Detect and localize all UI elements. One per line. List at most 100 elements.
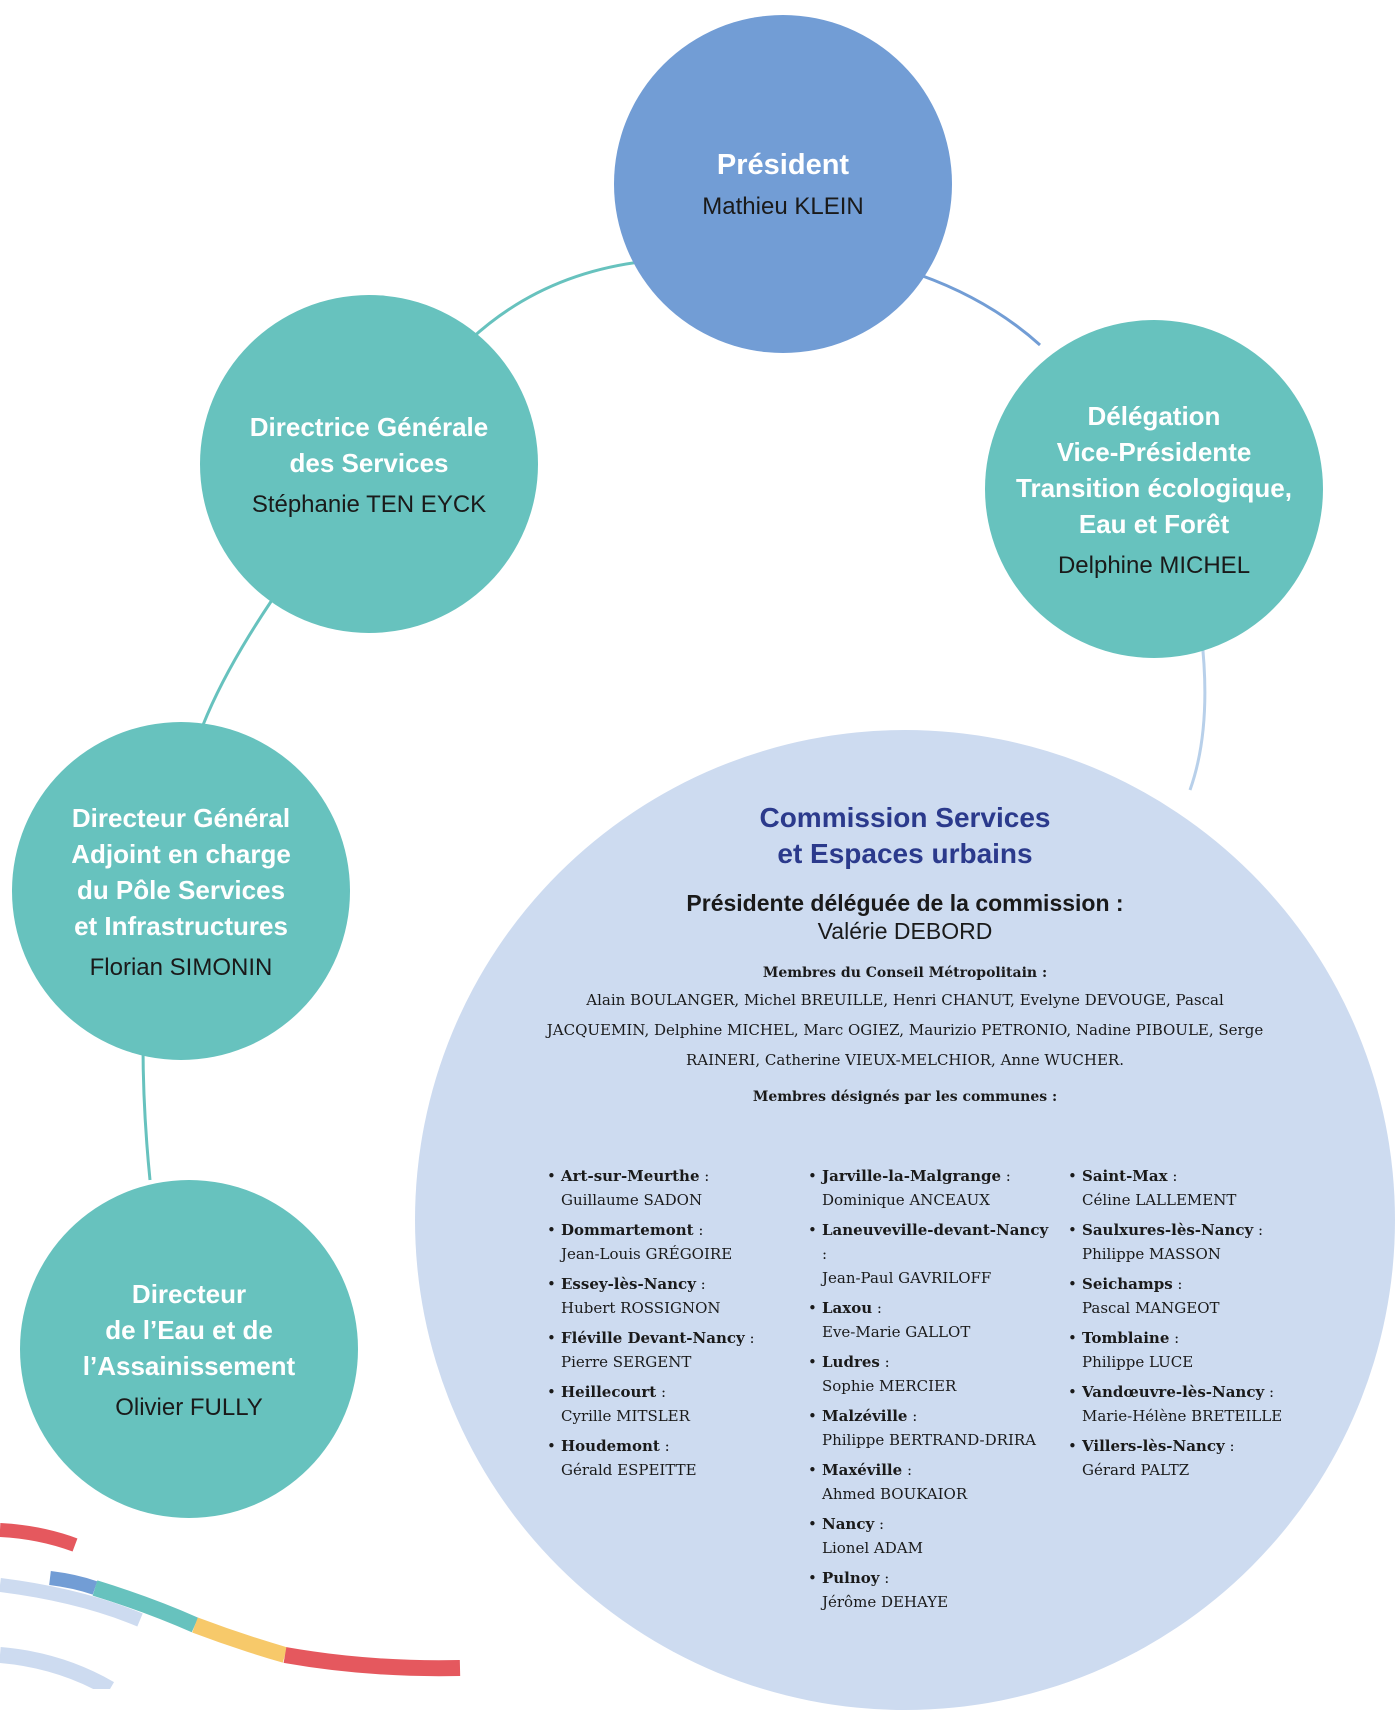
dir-eau-title-line3: l’Assainissement	[82, 1351, 296, 1381]
commune-item: Pulnoy :Jérôme DEHAYE	[808, 1566, 1053, 1614]
vp-title-line2: Vice-Présidente	[1056, 437, 1252, 467]
commune-item: Laneuveville-devant-Nancy :Jean-Paul GAV…	[808, 1218, 1053, 1290]
vp-title-line1: Délégation	[1087, 401, 1221, 431]
commune-member-name: Pascal MANGEOT	[1082, 1299, 1220, 1317]
communes-members-label: Membres désignés par les communes :	[752, 1089, 1058, 1105]
commune-colon: :	[1172, 1275, 1183, 1293]
commune-item: Dommartemont : Jean-Louis GRÉGOIRE	[547, 1218, 792, 1266]
commune-item: Essey-lès-Nancy :Hubert ROSSIGNON	[547, 1272, 792, 1320]
dga-title-line1: Directeur Général	[71, 803, 291, 833]
commune-name: Seichamps	[1082, 1275, 1173, 1293]
commune-name: Laneuveville-devant-Nancy	[822, 1221, 1049, 1239]
dgs-name: Stéphanie TEN EYCK	[251, 491, 487, 518]
dgs-title-line1: Directrice Générale	[249, 412, 489, 442]
commune-item: Art-sur-Meurthe :Guillaume SADON	[547, 1164, 792, 1212]
commune-name: Pulnoy	[822, 1569, 880, 1587]
commune-item: Houdemont : Gérald ESPEITTE	[547, 1434, 792, 1482]
commune-member-name: Marie-Hélène BRETEILLE	[1082, 1407, 1283, 1425]
commune-item: Tomblaine :Philippe LUCE	[1068, 1326, 1358, 1374]
commune-colon: :	[1253, 1221, 1264, 1239]
commune-member-name: Pierre SERGENT	[561, 1353, 692, 1371]
commune-member-name: Jérôme DEHAYE	[822, 1593, 949, 1611]
communes-column-3: Saint-Max :Céline LALLEMENTSaulxures-lès…	[1068, 1164, 1358, 1488]
commune-name: Laxou	[822, 1299, 873, 1317]
commune-member-name: Philippe BERTRAND-DRIRA	[822, 1431, 1036, 1449]
dga-title-line2: Adjoint en charge	[71, 839, 291, 869]
dir-eau-title-line2: de l’Eau et de	[105, 1315, 273, 1345]
commune-colon: :	[874, 1515, 885, 1533]
commune-name: Nancy	[822, 1515, 875, 1533]
commune-colon: :	[907, 1407, 918, 1425]
commune-name: Fléville Devant-Nancy	[561, 1329, 745, 1347]
commune-name: Ludres	[822, 1353, 880, 1371]
commune-item: Saulxures-lès-Nancy : Philippe MASSON	[1068, 1218, 1358, 1266]
commune-item: Heillecourt : Cyrille MITSLER	[547, 1380, 792, 1428]
commune-colon: :	[659, 1437, 670, 1455]
commune-item: Nancy : Lionel ADAM	[808, 1512, 1053, 1560]
commune-member-name: Philippe MASSON	[1082, 1245, 1221, 1263]
commune-name: Malzéville	[822, 1407, 908, 1425]
commune-member-name: Céline LALLEMENT	[1082, 1191, 1237, 1209]
commune-item: Vandœuvre-lès-Nancy : Marie-Hélène BRETEI…	[1068, 1380, 1358, 1428]
commune-colon: :	[699, 1167, 710, 1185]
vp-node: Délégation Vice-Présidente Transition éc…	[985, 320, 1323, 658]
dga-title-line3: du Pôle Services	[76, 875, 286, 905]
commune-member-name: Gérald ESPEITTE	[561, 1461, 697, 1479]
commune-member-name: Cyrille MITSLER	[561, 1407, 690, 1425]
commune-name: Vandœuvre-lès-Nancy	[1082, 1383, 1265, 1401]
commune-name: Dommartemont	[561, 1221, 694, 1239]
dir-eau-title-line1: Directeur	[131, 1279, 247, 1309]
dga-name: Florian SIMONIN	[89, 954, 273, 981]
dga-node: Directeur Général Adjoint en charge du P…	[12, 722, 350, 1060]
president-name: Mathieu KLEIN	[702, 193, 864, 220]
commission-president-name: Valérie DEBORD	[817, 918, 993, 944]
commune-colon: :	[822, 1245, 828, 1263]
communes-column-2: Jarville-la-Malgrange : Dominique ANCEAUX…	[808, 1164, 1053, 1620]
commune-colon: :	[744, 1329, 755, 1347]
commune-name: Jarville-la-Malgrange	[822, 1167, 1002, 1185]
commune-item: Malzéville : Philippe BERTRAND-DRIRA	[808, 1404, 1053, 1452]
commune-name: Houdemont	[561, 1437, 660, 1455]
commune-name: Saulxures-lès-Nancy	[1082, 1221, 1254, 1239]
dga-title-line4: et Infrastructures	[74, 911, 288, 941]
commune-member-name: Hubert ROSSIGNON	[561, 1299, 721, 1317]
commune-item: Laxou :Eve-Marie GALLOT	[808, 1296, 1053, 1344]
commune-item: Fléville Devant-Nancy : Pierre SERGENT	[547, 1326, 792, 1374]
commune-member-name: Sophie MERCIER	[822, 1377, 957, 1395]
commune-item: Seichamps : Pascal MANGEOT	[1068, 1272, 1358, 1320]
commune-member-name: Guillaume SADON	[561, 1191, 703, 1209]
commune-colon: :	[1001, 1167, 1011, 1185]
communes-column-1: Art-sur-Meurthe :Guillaume SADONDommarte…	[547, 1164, 792, 1488]
vp-title-line3: Transition écologique,	[1016, 473, 1292, 503]
commune-colon: :	[1224, 1437, 1235, 1455]
dgs-title-line2: des Services	[289, 448, 449, 478]
commune-member-name: Ahmed BOUKAIOR	[822, 1485, 968, 1503]
commune-colon: :	[656, 1383, 667, 1401]
commune-colon: :	[872, 1299, 882, 1317]
commission-title-line1: Commission Services	[759, 802, 1051, 833]
president-node: Président Mathieu KLEIN	[614, 15, 952, 353]
commune-colon: :	[693, 1221, 704, 1239]
dir-eau-node: Directeur de l’Eau et de l’Assainissemen…	[20, 1180, 358, 1518]
commune-member-name: Jean-Louis GRÉGOIRE	[561, 1245, 733, 1263]
commune-name: Heillecourt	[561, 1383, 657, 1401]
commune-item: Villers-lès-Nancy :Gérard PALTZ	[1068, 1434, 1358, 1482]
commune-colon: :	[902, 1461, 912, 1479]
commune-member-name: Philippe LUCE	[1082, 1353, 1194, 1371]
commune-colon: :	[1264, 1383, 1275, 1401]
commune-name: Essey-lès-Nancy	[561, 1275, 696, 1293]
commune-member-name: Dominique ANCEAUX	[822, 1191, 990, 1209]
president-title: Président	[716, 149, 850, 181]
commune-member-name: Lionel ADAM	[822, 1539, 923, 1557]
commune-item: Saint-Max :Céline LALLEMENT	[1068, 1164, 1358, 1212]
commission-content: Commission Services et Espaces urbains P…	[415, 800, 1395, 1105]
commune-item: Ludres :Sophie MERCIER	[808, 1350, 1053, 1398]
vp-title-line4: Eau et Forêt	[1078, 509, 1230, 539]
commune-item: Maxéville : Ahmed BOUKAIOR	[808, 1458, 1053, 1506]
commune-name: Saint-Max	[1082, 1167, 1168, 1185]
commune-name: Maxéville	[822, 1461, 903, 1479]
council-members-label: Membres du Conseil Métropolitain :	[762, 965, 1048, 981]
commission-title-line2: et Espaces urbains	[777, 838, 1033, 869]
vp-name: Delphine MICHEL	[1057, 552, 1251, 579]
commune-member-name: Gérard PALTZ	[1082, 1461, 1190, 1479]
